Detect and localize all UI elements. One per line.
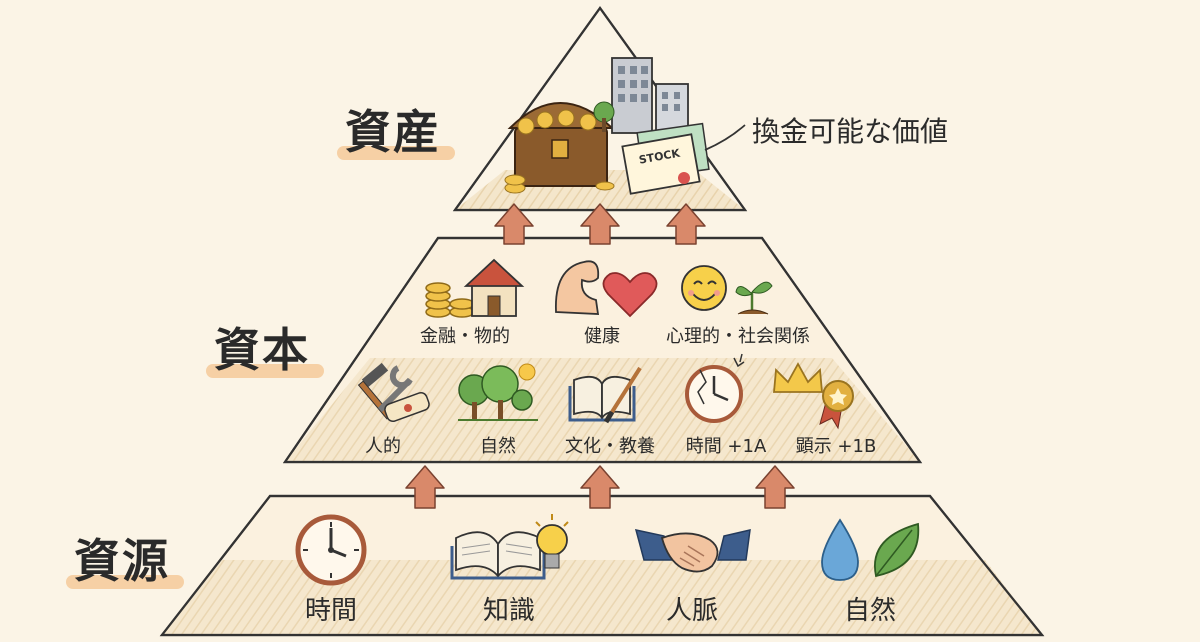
up-arrow-icon — [405, 465, 445, 509]
up-arrow-icon — [666, 203, 706, 245]
coins-house-icon — [425, 258, 525, 318]
stock-certificate-icon: STOCK — [621, 122, 710, 195]
capital-label-natural: 自然 — [480, 436, 516, 457]
up-arrow-icon — [494, 203, 534, 245]
capital-label-time: 時間 +1A — [685, 436, 767, 457]
buildings-icon — [593, 57, 689, 135]
capital-label-psych-social: 心理的・社会関係 — [666, 326, 810, 347]
resource-tier-title: 資源 — [66, 525, 184, 591]
capital-label-financial: 金融・物的 — [420, 326, 510, 347]
broken-clock-icon — [685, 353, 745, 423]
tools-scroll-icon — [357, 362, 430, 423]
asset-callout: 換金可能な価値 — [752, 115, 949, 148]
water-leaf-icon — [821, 518, 920, 581]
book-brush-icon — [568, 366, 642, 424]
smile-sprout-icon — [681, 265, 773, 315]
resource-label-time: 時間 — [304, 596, 358, 626]
resource-label-knowledge: 知識 — [482, 596, 536, 626]
resource-label-network: 人脈 — [665, 596, 719, 626]
capital-label-health: 健康 — [584, 326, 620, 347]
treasure-chest-icon — [504, 102, 615, 194]
up-arrow-icon — [755, 465, 795, 509]
capital-label-display: 顕示 +1B — [795, 436, 877, 457]
up-arrow-icon — [580, 203, 620, 245]
callout-line — [704, 124, 746, 151]
capital-label-human: 人的 — [365, 436, 401, 457]
asset-tier-title: 資産 — [337, 96, 455, 162]
capital-label-culture: 文化・教養 — [565, 436, 655, 457]
book-bulb-icon — [450, 514, 569, 580]
capital-tier — [282, 236, 923, 464]
up-arrow-icon — [580, 465, 620, 509]
crown-medal-icon — [773, 362, 854, 430]
capital-tier-title: 資本 — [206, 314, 324, 380]
resource-label-nature: 自然 — [843, 596, 897, 626]
handshake-icon — [634, 529, 751, 573]
resource-tier — [159, 494, 1045, 637]
clock-icon — [295, 514, 367, 586]
muscle-heart-icon — [555, 260, 658, 318]
trees-sun-icon — [458, 363, 538, 421]
